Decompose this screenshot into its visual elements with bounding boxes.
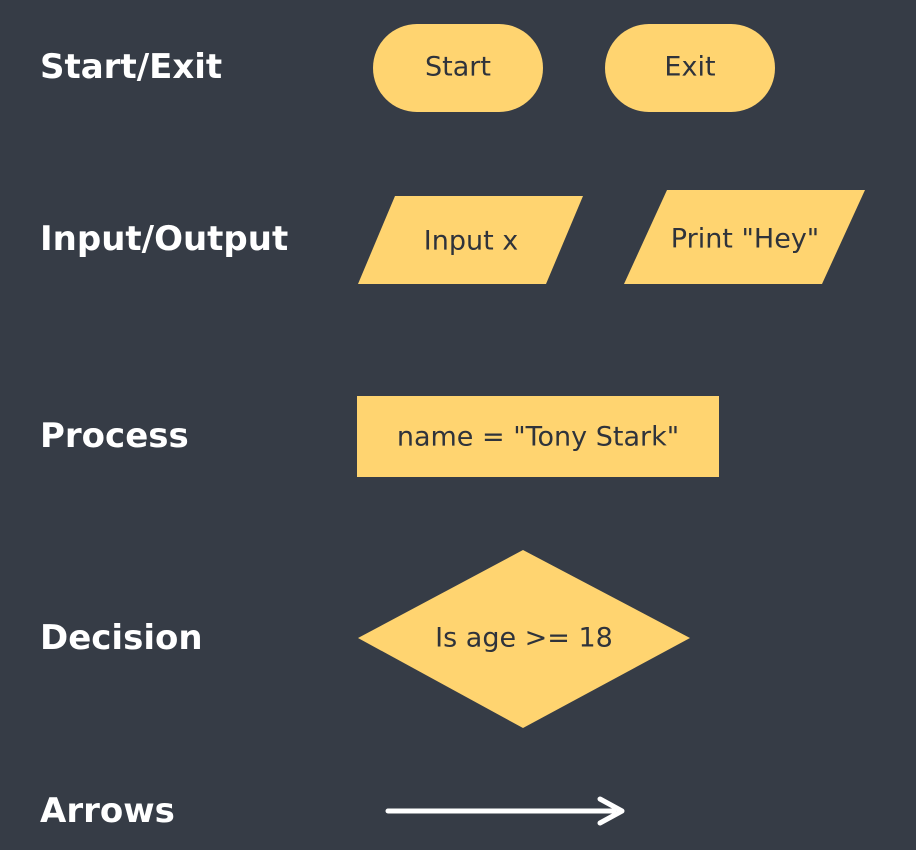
input-parallelogram-shape bbox=[358, 196, 583, 284]
decision-label: Decision bbox=[40, 618, 203, 658]
arrow-icon bbox=[385, 796, 625, 826]
start-terminator-shape bbox=[373, 24, 543, 112]
input-text: Input x bbox=[423, 225, 519, 257]
exit-text: Exit bbox=[664, 51, 716, 83]
decision-text: Is age >= 18 bbox=[435, 622, 613, 654]
start-exit-label: Start/Exit bbox=[40, 47, 223, 87]
exit-terminator-shape bbox=[605, 24, 775, 112]
output-parallelogram-shape bbox=[624, 190, 865, 284]
output-text: Print "Hey" bbox=[670, 223, 820, 255]
process-rectangle-shape bbox=[357, 396, 719, 477]
process-label: Process bbox=[40, 416, 189, 456]
input-output-label: Input/Output bbox=[40, 219, 289, 259]
arrows-label: Arrows bbox=[40, 791, 175, 831]
arrow-head bbox=[597, 796, 625, 826]
decision-diamond-shape bbox=[358, 550, 690, 728]
start-text: Start bbox=[425, 51, 491, 83]
process-text: name = "Tony Stark" bbox=[396, 421, 680, 453]
